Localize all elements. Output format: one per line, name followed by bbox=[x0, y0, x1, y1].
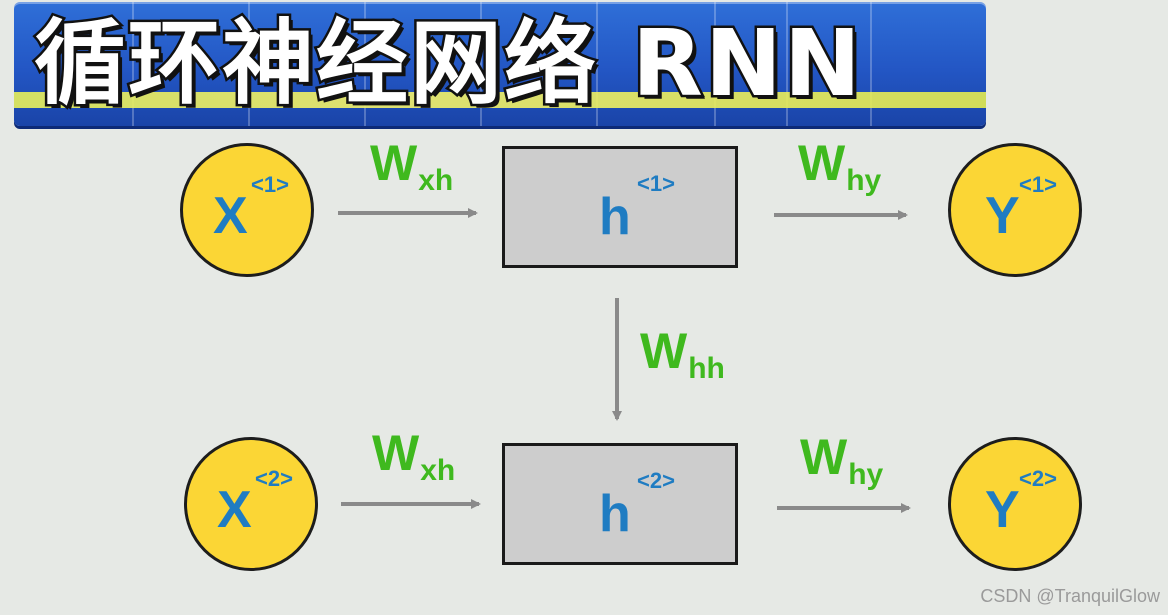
hidden-symbol: h bbox=[599, 485, 631, 543]
weight-label-wxh-1: Wxh bbox=[370, 134, 453, 197]
input-symbol: X bbox=[213, 187, 248, 245]
watermark: CSDN @TranquilGlow bbox=[980, 586, 1160, 606]
banner-divider bbox=[714, 2, 716, 126]
output-index: <1> bbox=[1019, 172, 1057, 197]
title-banner: 循环神经网络 RNN bbox=[14, 2, 986, 126]
weight-label-wxh-2: Wxh bbox=[372, 424, 455, 487]
banner-divider bbox=[786, 2, 788, 126]
input-node-2: X <2> bbox=[184, 437, 318, 571]
weight-subscript: hy bbox=[846, 164, 882, 197]
input-symbol: X bbox=[217, 481, 252, 539]
input-node-1: X <1> bbox=[180, 143, 314, 277]
output-node-1: Y <1> bbox=[948, 143, 1082, 277]
weight-subscript: xh bbox=[418, 164, 454, 197]
weight-subscript: xh bbox=[420, 454, 456, 487]
weight-symbol: W bbox=[798, 135, 846, 191]
input-index: <1> bbox=[251, 172, 289, 197]
hidden-state-box-1: h <1> bbox=[502, 146, 738, 268]
banner-divider bbox=[364, 2, 366, 126]
output-node-2: Y <2> bbox=[948, 437, 1082, 571]
weight-symbol: W bbox=[370, 135, 418, 191]
output-symbol: Y bbox=[985, 481, 1020, 539]
banner-divider bbox=[870, 2, 872, 126]
hidden-index: <1> bbox=[637, 171, 675, 196]
banner-divider bbox=[596, 2, 598, 126]
weight-symbol: W bbox=[800, 429, 848, 485]
banner-divider bbox=[480, 2, 482, 126]
weight-label-why-1: Why bbox=[798, 134, 881, 197]
hidden-index: <2> bbox=[637, 468, 675, 493]
banner-divider bbox=[132, 2, 134, 126]
hidden-state-box-2: h <2> bbox=[502, 443, 738, 565]
weight-symbol: W bbox=[372, 425, 420, 481]
weight-subscript: hh bbox=[688, 352, 725, 385]
output-index: <2> bbox=[1019, 466, 1057, 491]
output-symbol: Y bbox=[985, 187, 1020, 245]
weight-label-whh: Whh bbox=[640, 322, 725, 385]
page-title: 循环神经网络 RNN bbox=[32, 8, 864, 120]
hidden-symbol: h bbox=[599, 188, 631, 246]
weight-subscript: hy bbox=[848, 458, 884, 491]
input-index: <2> bbox=[255, 466, 293, 491]
weight-symbol: W bbox=[640, 323, 688, 379]
banner-divider bbox=[248, 2, 250, 126]
weight-label-why-2: Why bbox=[800, 428, 883, 491]
